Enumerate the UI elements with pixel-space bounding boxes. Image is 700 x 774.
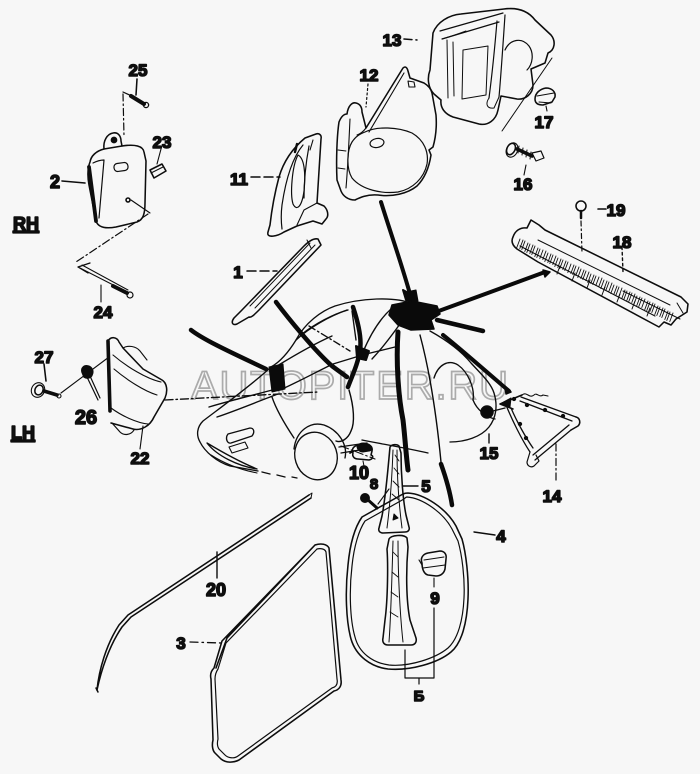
svg-text:11: 11 bbox=[230, 170, 248, 189]
svg-text:27: 27 bbox=[35, 348, 54, 367]
svg-text:13: 13 bbox=[383, 31, 402, 50]
svg-text:15: 15 bbox=[480, 444, 499, 463]
svg-text:23: 23 bbox=[153, 133, 172, 152]
svg-text:9: 9 bbox=[430, 589, 439, 608]
svg-text:3: 3 bbox=[176, 634, 185, 653]
svg-text:4: 4 bbox=[496, 527, 506, 546]
svg-text:22: 22 bbox=[131, 449, 150, 468]
svg-text:RH: RH bbox=[13, 214, 39, 234]
svg-text:2: 2 bbox=[50, 172, 60, 192]
svg-text:19: 19 bbox=[607, 201, 626, 220]
svg-text:26: 26 bbox=[75, 407, 97, 429]
svg-text:Б: Б bbox=[414, 688, 425, 705]
svg-text:12: 12 bbox=[360, 66, 379, 85]
svg-text:17: 17 bbox=[535, 113, 554, 132]
svg-text:25: 25 bbox=[129, 61, 148, 80]
svg-text:8: 8 bbox=[370, 476, 378, 493]
svg-text:20: 20 bbox=[206, 580, 226, 600]
svg-text:5: 5 bbox=[421, 477, 430, 496]
svg-text:14: 14 bbox=[543, 487, 562, 506]
svg-text:10: 10 bbox=[349, 463, 369, 483]
svg-text:1: 1 bbox=[233, 263, 242, 282]
svg-text:LH: LH bbox=[11, 423, 35, 443]
svg-text:16: 16 bbox=[514, 175, 533, 194]
svg-text:18: 18 bbox=[613, 233, 632, 252]
svg-text:24: 24 bbox=[94, 303, 113, 322]
